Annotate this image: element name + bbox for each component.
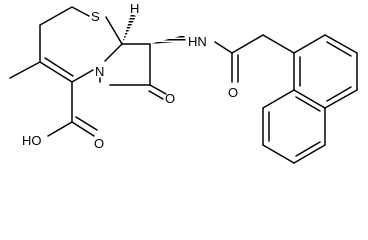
- bond-c8-o-a: [149, 84, 167, 95]
- bond-co-ch2: [231, 34, 264, 54]
- bond-c4-n: [71, 69, 94, 83]
- bond-c6-s: [105, 16, 123, 45]
- bond-n-c6: [104, 43, 123, 62]
- bond-n1: [293, 34, 326, 54]
- bond-n2: [324, 34, 358, 54]
- bond-m1: [262, 89, 295, 109]
- bond-m3: [262, 144, 295, 164]
- naphthalene-ring-1: [293, 34, 358, 109]
- amide-side-chain: [214, 34, 295, 83]
- bond-c-o-double-a: [71, 121, 95, 137]
- atom-lactam-oxygen: O: [165, 91, 175, 106]
- lactam-carbonyl: [148, 84, 167, 100]
- bond-m6-inner: [295, 96, 321, 112]
- atom-amide-nitrogen: HN: [188, 34, 207, 49]
- bond-methyl: [9, 61, 41, 79]
- hashed-wedge-nh: [150, 35, 186, 44]
- bond-c8-o-b: [148, 90, 164, 100]
- atom-amide-oxygen: O: [228, 85, 238, 100]
- bond-ch2-ch2: [39, 6, 73, 26]
- bond-c-o-double-b: [75, 116, 98, 131]
- bond-s-ch2: [71, 6, 90, 17]
- structure-canvas: S H HN N O O HO O: [9, 1, 358, 164]
- bond-ch2-aryl: [262, 34, 295, 54]
- bond-n-co: [214, 41, 233, 54]
- bond-m4-inner: [295, 141, 321, 157]
- bond-c-oh: [47, 121, 73, 137]
- atom-stereo-hydrogen: H: [130, 1, 139, 16]
- bond-n4: [324, 89, 358, 109]
- bond-c3-c4-double-a: [39, 61, 73, 83]
- structural-formula: S H HN N O O HO O: [9, 1, 358, 164]
- bond-n5: [293, 89, 326, 109]
- atom-acid-hydroxyl: HO: [22, 133, 42, 148]
- carboxylic-acid: [47, 81, 98, 137]
- atom-ring-nitrogen: N: [95, 64, 104, 79]
- bond-n4-inner: [326, 86, 352, 102]
- hashed-wedge-h: [122, 14, 136, 44]
- atom-sulfur: S: [91, 9, 100, 24]
- bond-c3-c4-double-b: [44, 57, 74, 77]
- dihydrothiazine-ring: [39, 6, 123, 83]
- bond-m4: [293, 144, 326, 164]
- beta-lactam-ring: [99, 43, 151, 86]
- bond-n2-inner: [326, 41, 352, 57]
- atom-acid-carbonyl-oxygen: O: [94, 136, 104, 151]
- naphthalene-ring-2: [262, 89, 326, 164]
